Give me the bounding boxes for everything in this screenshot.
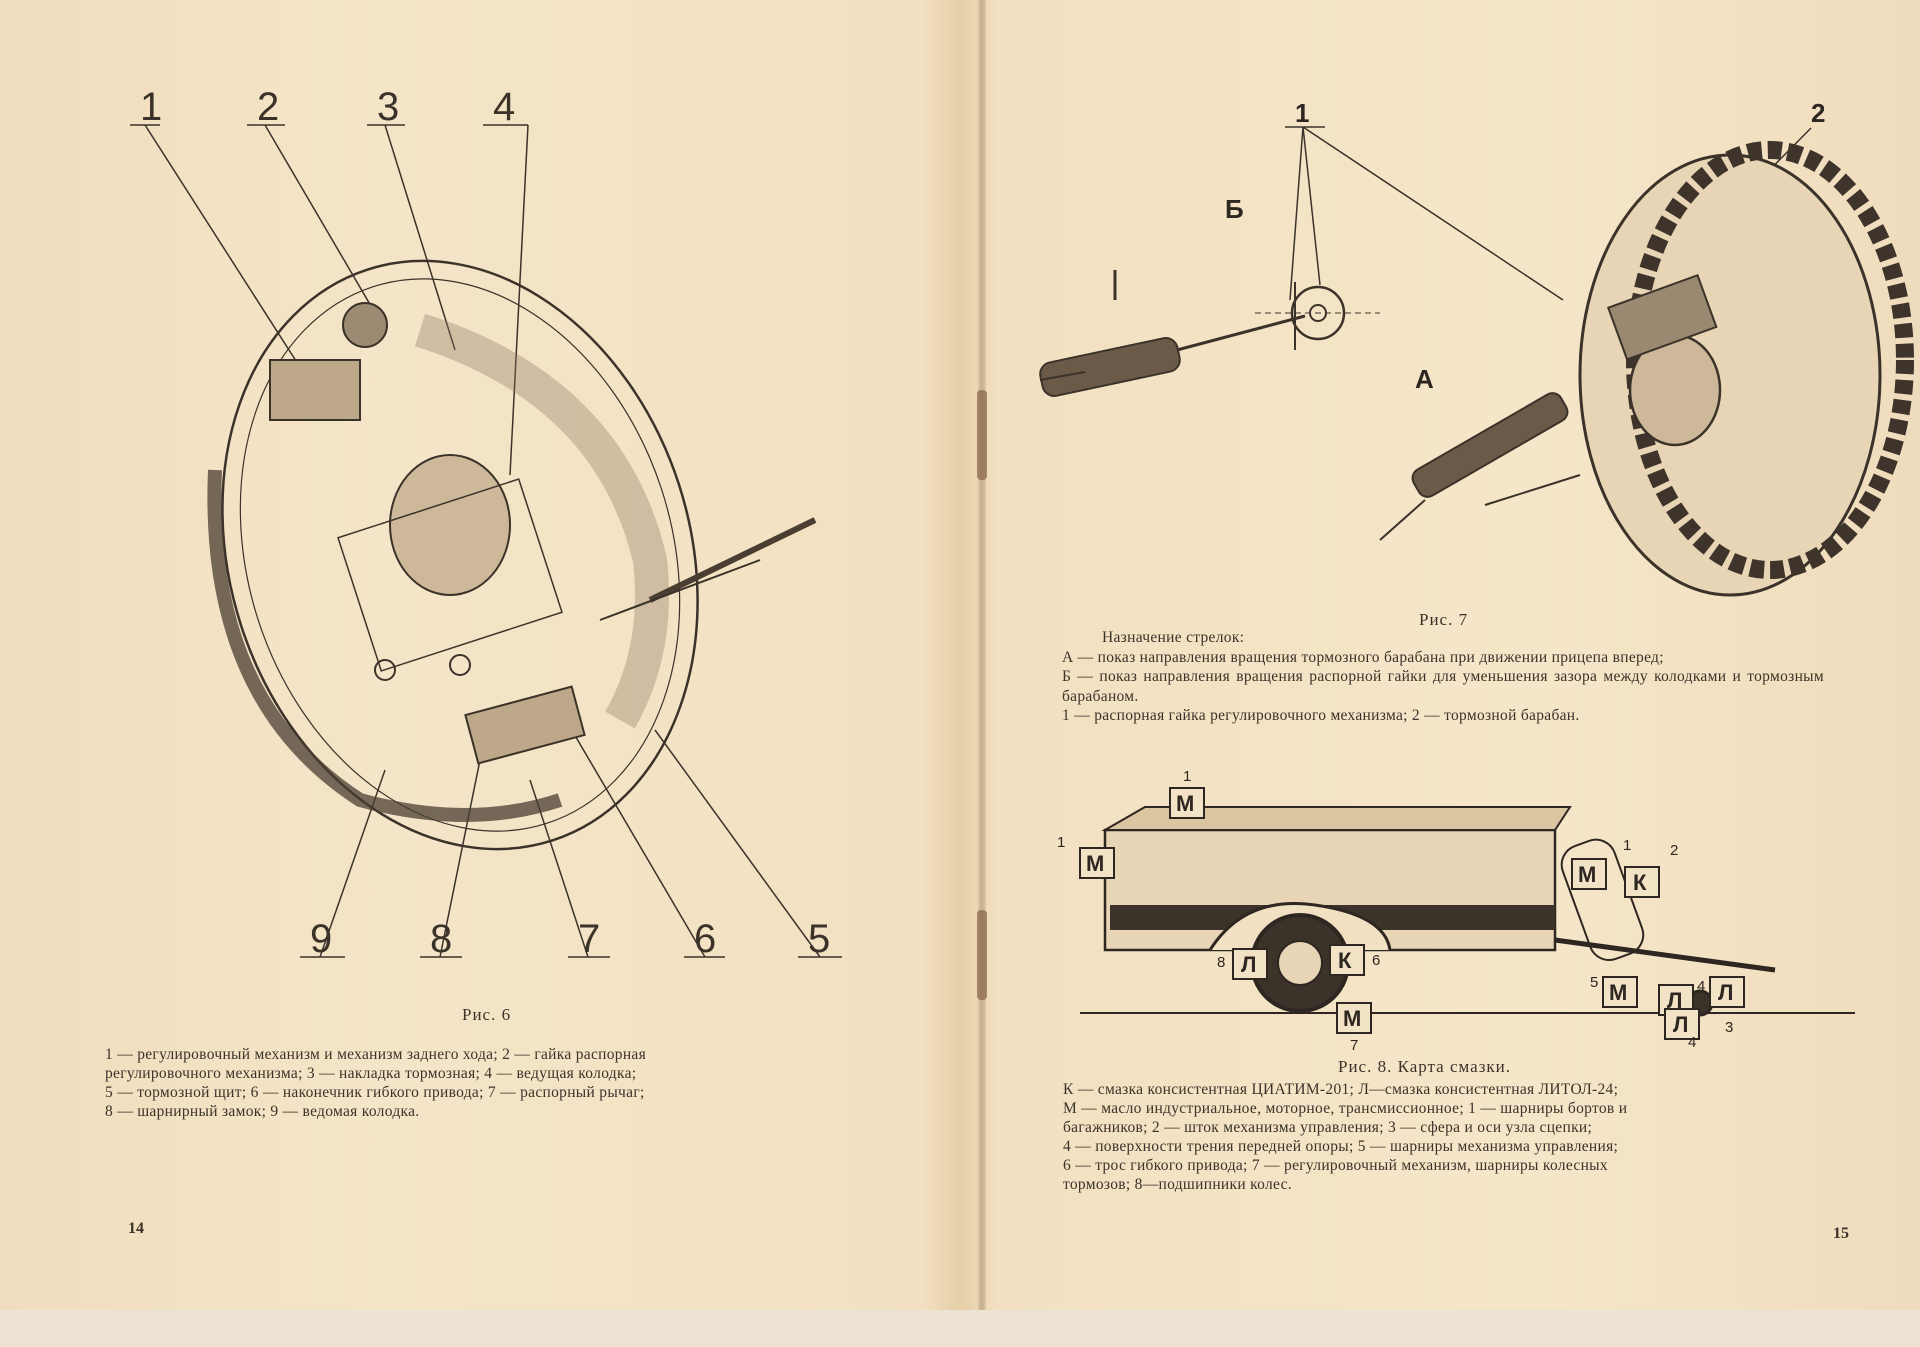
spine: [978, 0, 986, 1347]
num-8: 8: [1217, 954, 1225, 971]
callout-7: 7: [578, 917, 600, 961]
figure-8-legend: К — смазка консистентная ЦИАТИМ-201; Л—с…: [1063, 1080, 1825, 1194]
fig7-callout-a: А: [1415, 364, 1434, 394]
page-15: 1 2 Б Б А: [985, 0, 1920, 1347]
callout-3: 3: [377, 85, 399, 129]
page-number-right: 15: [1833, 1225, 1849, 1242]
callout-8: 8: [430, 917, 452, 961]
page-14: 1 2 3 4 9 8 7 6 5: [105, 85, 880, 1237]
legend-line: 4 — поверхности трения передней опоры; 5…: [1063, 1138, 1619, 1155]
num-2: 2: [1670, 842, 1678, 859]
legend-line: багажников; 2 — шток механизма управлени…: [1063, 1119, 1593, 1136]
marker-m-1: М: [1176, 791, 1194, 816]
figure-6-legend: 1 — регулировочный механизм и механизм з…: [105, 1045, 880, 1121]
callout-2: 2: [257, 85, 279, 129]
staple-top: [977, 390, 987, 480]
marker-l-4: Л: [1667, 988, 1682, 1013]
callout-5: 5: [808, 917, 830, 961]
marker-l-4b: Л: [1673, 1012, 1688, 1037]
num-1-top: 1: [1183, 768, 1191, 785]
marker-m-1c: М: [1578, 862, 1596, 887]
legend-line: 1 — регулировочный механизм и механизм з…: [105, 1046, 647, 1063]
callout-6: 6: [694, 917, 716, 961]
legend-line: тормозов; 8—подшипники колес.: [1063, 1176, 1292, 1193]
num-1-right: 1: [1623, 837, 1631, 854]
marker-m-7: М: [1343, 1006, 1361, 1031]
figure-7-brake-drum: 1 2 Б Б А: [1039, 98, 1914, 597]
fig7-callout-b-top: Б: [1225, 194, 1244, 224]
legend-line: А — показ направления вращения тормозног…: [1062, 648, 1664, 666]
figure-6-caption: Рис. 6: [462, 1005, 512, 1024]
fig7-callout-2: 2: [1811, 98, 1825, 128]
legend-line: 6 — трос гибкого привода; 7 — регулирово…: [1063, 1157, 1608, 1174]
fig7-callout-1: 1: [1295, 98, 1309, 128]
callout-1: 1: [140, 85, 162, 129]
marker-k-2: К: [1633, 870, 1647, 895]
legend-line: регулировочного механизма; 3 — накладка …: [105, 1065, 637, 1082]
figure-8-caption: Рис. 8. Карта смазки.: [1338, 1057, 1512, 1076]
legend-line: Назначение стрелок:: [1102, 629, 1245, 646]
num-1-left: 1: [1057, 834, 1065, 851]
marker-l-8: Л: [1241, 952, 1256, 977]
legend-line: Б — показ направления вращения распорной…: [1062, 668, 1824, 705]
callout-4: 4: [493, 85, 515, 129]
legend-line: 1 — распорная гайка регулировочного меха…: [1062, 707, 1580, 724]
page-bottom-edge: [0, 1310, 1920, 1347]
page-number-left: 14: [128, 1220, 144, 1237]
num-5: 5: [1590, 974, 1598, 991]
marker-k-6: К: [1338, 948, 1352, 973]
num-4: 4: [1697, 978, 1705, 995]
marker-l-3: Л: [1718, 980, 1733, 1005]
staple-bottom: [977, 910, 987, 1000]
figure-8-lubrication-map: М М М К Л К М М Л Л Л 1 1 1 2 8 6 7 5: [1057, 768, 1855, 1054]
figure-7-caption: Рис. 7: [1419, 610, 1469, 629]
num-3: 3: [1725, 1019, 1733, 1036]
legend-line: К — смазка консистентная ЦИАТИМ-201; Л—с…: [1063, 1081, 1619, 1098]
marker-m-1b: М: [1086, 851, 1104, 876]
legend-line: 8 — шарнирный замок; 9 — ведомая колодка…: [105, 1103, 420, 1120]
legend-line: 5 — тормозной щит; 6 — наконечник гибког…: [105, 1084, 645, 1101]
num-6: 6: [1372, 952, 1380, 969]
figure-7-legend: Назначение стрелок: А — показ направлени…: [1062, 628, 1824, 726]
legend-line: М — масло индустриальное, моторное, тран…: [1063, 1100, 1628, 1117]
callout-9: 9: [310, 917, 332, 961]
figure-6-brake-assembly: 1 2 3 4 9 8 7 6 5: [130, 85, 842, 961]
num-4-bottom: 4: [1688, 1034, 1696, 1051]
num-7: 7: [1350, 1037, 1358, 1054]
marker-m-5: М: [1609, 980, 1627, 1005]
